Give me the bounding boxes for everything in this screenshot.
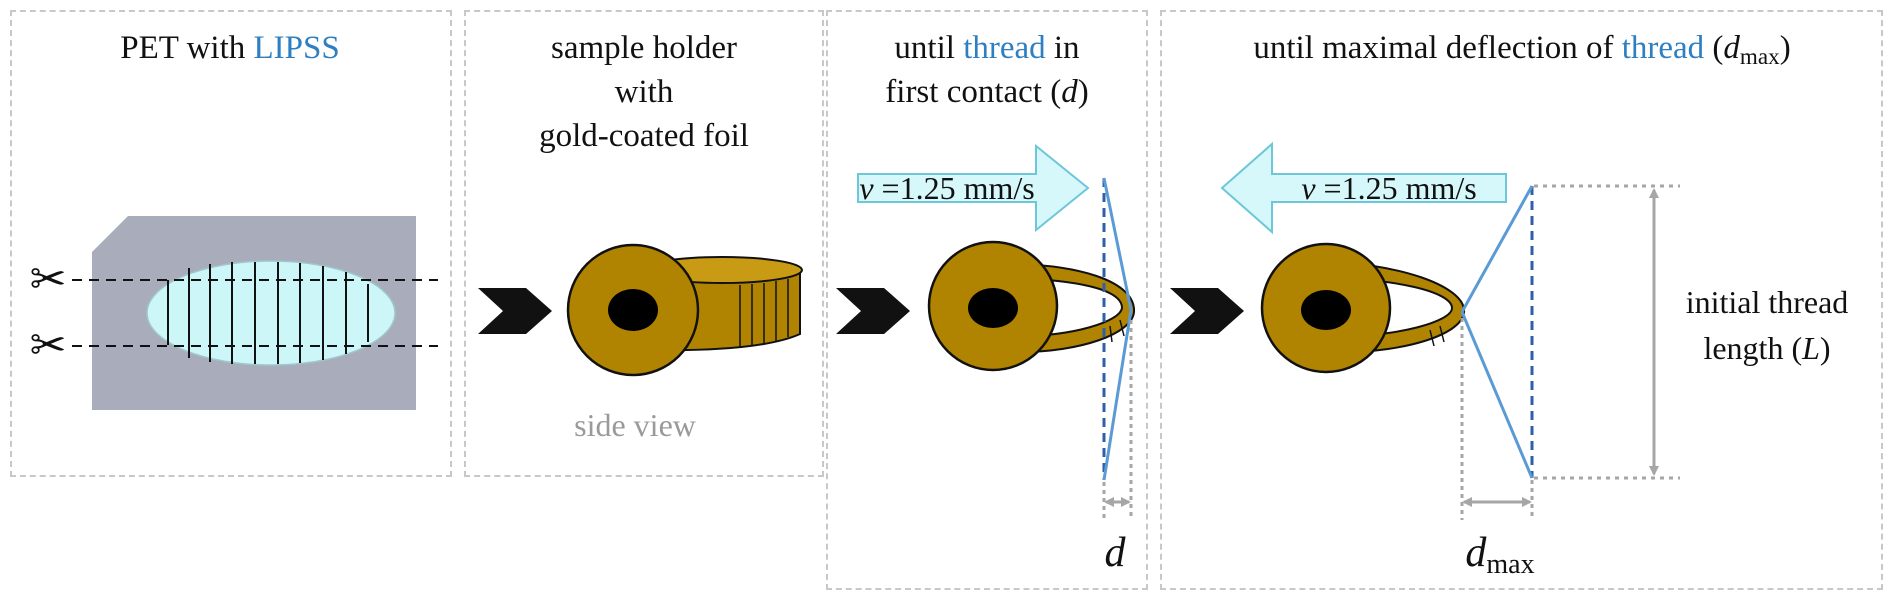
title-text: until maximal deflection of [1253,30,1622,66]
chevron-arrow-icon [478,288,552,334]
max-subscript: max [1739,42,1780,69]
title-text: ) [1779,30,1791,66]
title-text: in [1045,30,1080,66]
first-contact-title-line2: first contact (d) [832,72,1142,112]
thread-length-label-line1: initial thread [1685,284,1849,320]
speed-arrow-left [1220,141,1507,235]
scissors-icon: ✂ [29,320,67,371]
speed-label-left: v =1.25 mm/s [1272,168,1506,208]
speed-arrow-right [857,143,1090,233]
panel-pet-sample [10,10,452,477]
l-variable: L [1802,330,1820,366]
panel-pet-title: PET with LIPSS [60,28,400,68]
panel-pet-title-prefix: PET with [120,30,254,66]
scissors-icon: ✂ [29,254,67,305]
thread-label: thread [963,30,1046,66]
max-subscript: max [1486,549,1535,580]
max-deflection-title: until maximal deflection of thread (dmax… [1166,28,1878,76]
lipss-label: LIPSS [253,30,340,66]
speed-value: =1.25 mm/s [1315,170,1477,206]
title-text: until [894,30,964,66]
sample-holder-title-line1: sample holder [550,30,738,66]
dimension-dmax [1460,318,1534,520]
speed-value: =1.25 mm/s [873,170,1035,206]
chevron-arrow-icon [836,288,910,334]
sample-holder-disc [1260,242,1392,374]
title-text: ( [1704,30,1724,66]
sample-holder-title-line2: with [614,74,674,110]
panel-max-deflection [1160,10,1883,590]
thread-label: thread [1621,30,1705,66]
title-text: first contact ( [885,74,1062,110]
length-text: ) [1819,330,1831,366]
chevron-arrow-icon [1170,288,1244,334]
d-variable: d [1465,530,1487,576]
thread-length-label-line2: length (L) [1658,328,1876,368]
thread-max-deflection [1460,185,1534,479]
title-text: ) [1077,74,1089,110]
dimension-thread-length [1534,184,1680,480]
dimension-d-first-contact [1102,320,1133,520]
cut-lines [72,279,438,347]
dimension-dmax-label: dmax [1440,528,1560,590]
d-variable: d [1061,74,1078,110]
sample-holder-disc [927,240,1059,372]
sample-holder-title-line3: gold-coated foil [539,118,749,154]
dimension-d-label: d [1104,530,1126,576]
side-view-caption: side view [574,407,696,443]
panel-first-contact [826,10,1148,590]
sample-holder-disc [566,243,700,377]
panel-sample-holder [464,10,824,477]
length-text: length ( [1703,330,1803,366]
first-contact-title-line1: until thread in [832,28,1142,68]
v-variable: v [859,170,874,206]
speed-label-right: v =1.25 mm/s [858,168,1036,208]
d-variable: d [1723,30,1740,66]
thread-first-contact [1102,177,1133,481]
v-variable: v [1301,170,1316,206]
